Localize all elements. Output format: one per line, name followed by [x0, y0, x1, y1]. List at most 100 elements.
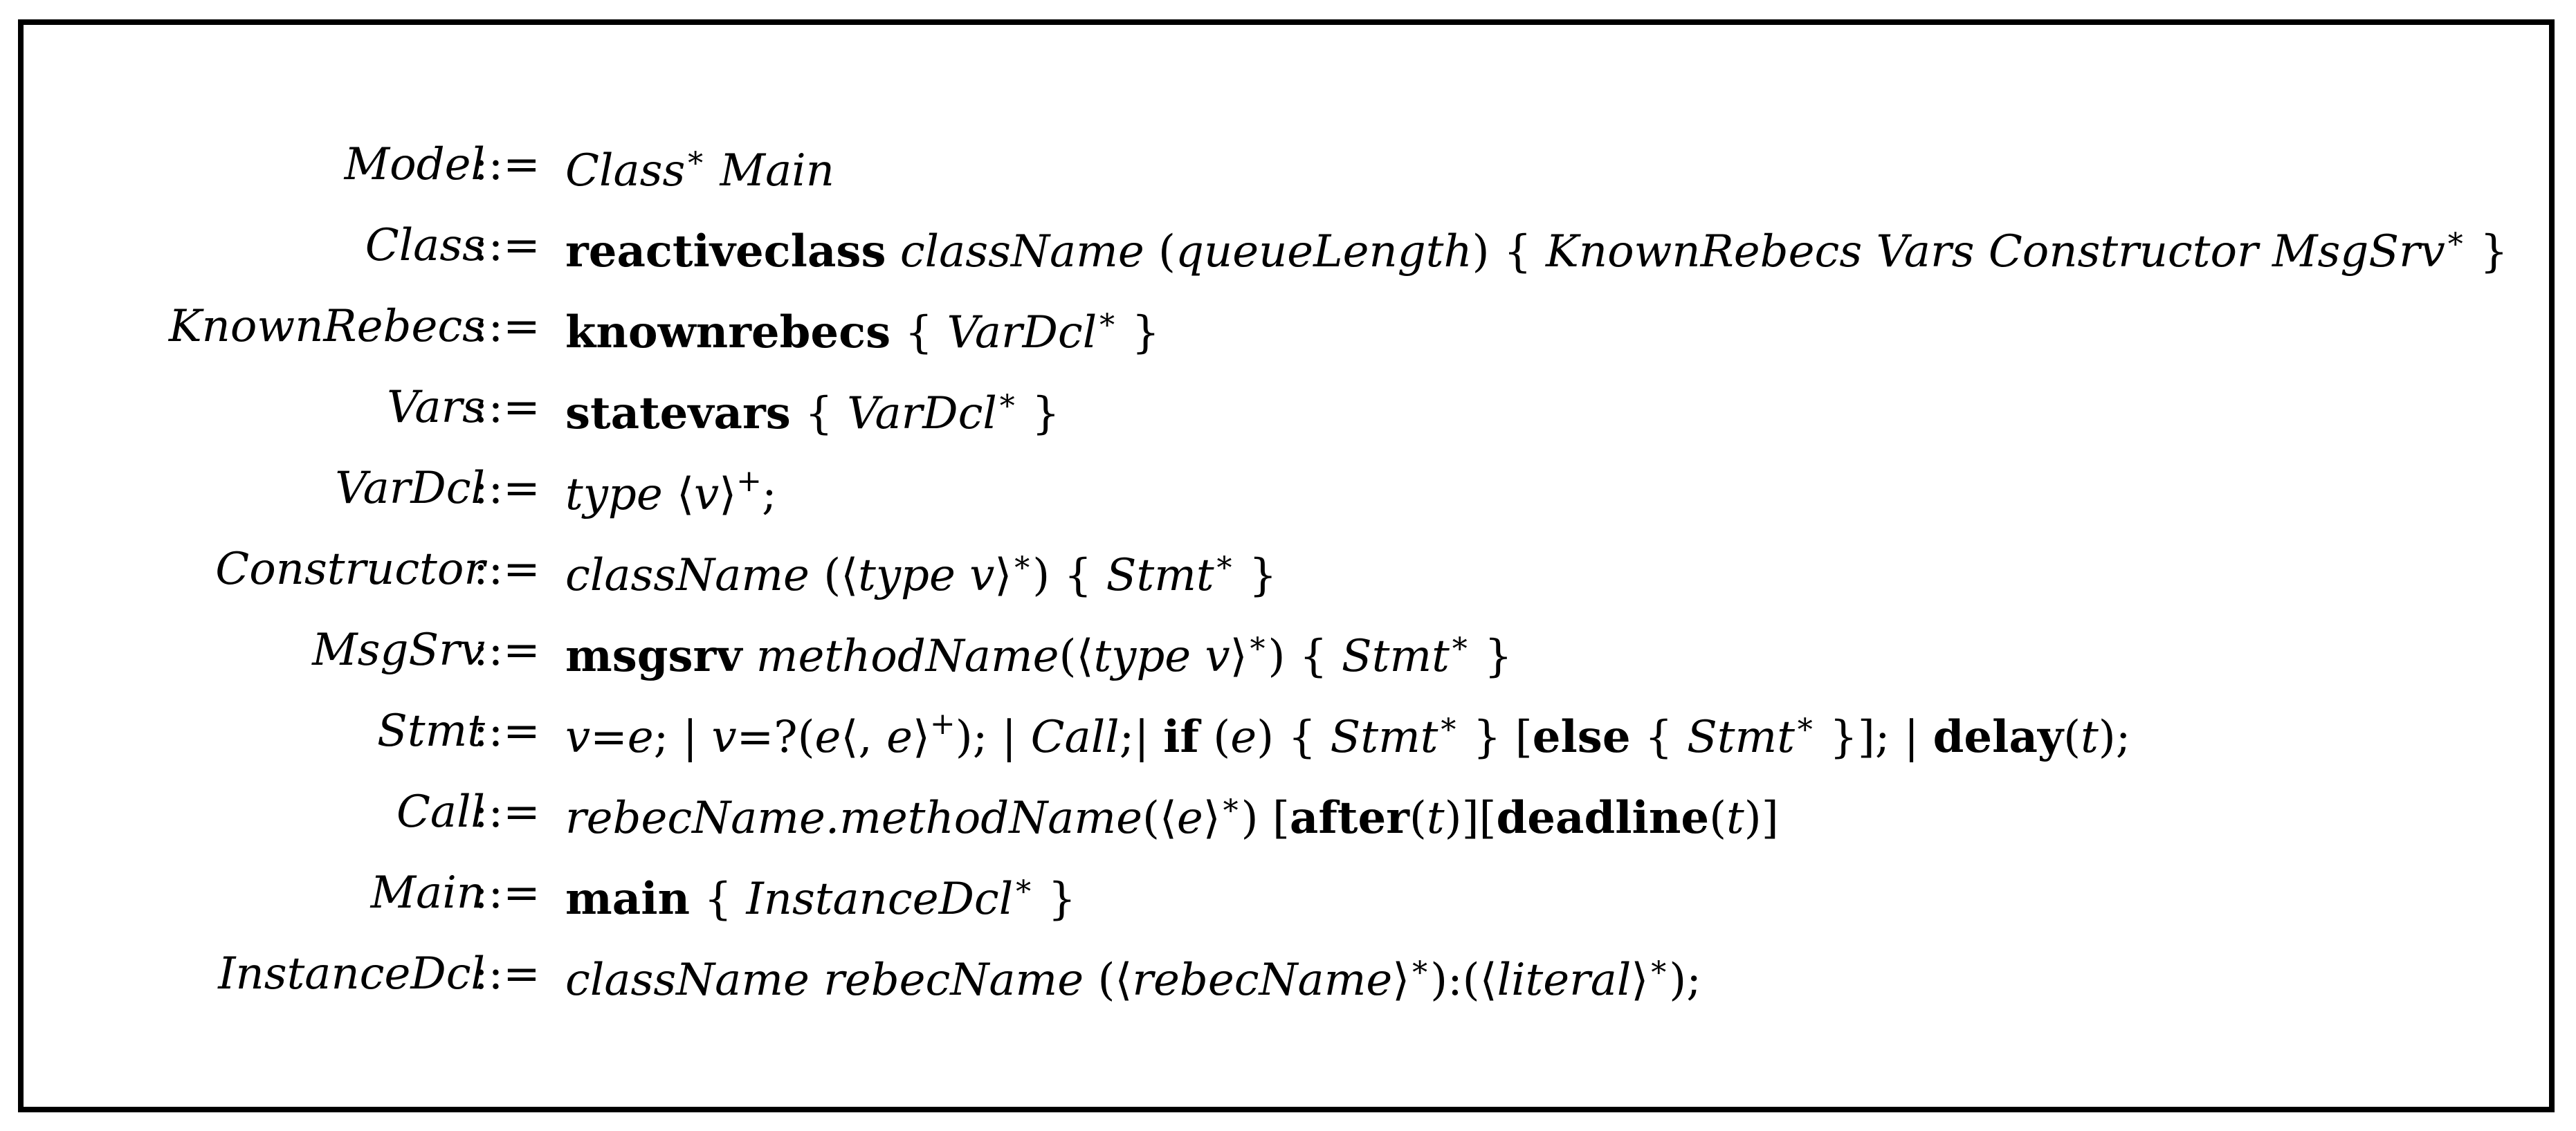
symbol: ( [1144, 226, 1176, 277]
rule-rhs: msgsrv methodName(⟨type v⟩∗) { Stmt∗ } [565, 628, 1513, 679]
symbol: } [1017, 388, 1060, 439]
superscript: ∗ [1648, 949, 1670, 984]
nonterminal: type v [858, 550, 995, 601]
rule-rhs: statevars { VarDcl∗ } [565, 385, 1060, 436]
nonterminal: t [2081, 712, 2099, 763]
define-symbol: ::= [473, 301, 540, 352]
grammar-rule: Model::=Class∗ Main [24, 122, 2549, 203]
symbol: ⟩ [719, 469, 737, 520]
rule-lhs: Stmt [377, 706, 485, 757]
symbol: ) [ [1241, 793, 1290, 844]
symbol: ⟨, [841, 712, 887, 763]
grammar-rule: Constructor::=className (⟨type v⟩∗) { St… [24, 526, 2549, 607]
rule-rhs: className (⟨type v⟩∗) { Stmt∗ } [565, 547, 1277, 598]
nonterminal: Stmt [1686, 712, 1795, 763]
rule-lhs: Vars [387, 382, 485, 433]
keyword: reactiveclass [565, 226, 886, 277]
symbol: ); [2098, 712, 2131, 763]
symbol: ( [1409, 793, 1427, 844]
symbol: ⟩ [912, 712, 930, 763]
symbol: (⟨ [1084, 955, 1133, 1006]
symbol: (⟨ [1142, 793, 1177, 844]
define-symbol: ::= [473, 948, 540, 1000]
rule-lhs: Class [365, 220, 485, 271]
rule-lhs: MsgSrv [312, 625, 485, 676]
symbol: ⟩ [1230, 631, 1248, 682]
symbol: ) { [1257, 712, 1331, 763]
symbol: (⟨ [809, 550, 859, 601]
nonterminal: v [711, 712, 737, 763]
nonterminal: className rebecName [565, 955, 1084, 1006]
rule-lhs: KnownRebecs [168, 301, 485, 352]
nonterminal: type v [1093, 631, 1230, 682]
grammar-rule: Main::= main { InstanceDcl∗ } [24, 850, 2549, 931]
keyword: msgsrv [565, 630, 742, 682]
symbol: ) { [1032, 550, 1106, 601]
grammar-rule: Class::=reactiveclass className (queueLe… [24, 203, 2549, 284]
rule-lhs: VarDcl [335, 463, 485, 514]
rule-rhs: v=e; | v=?(e⟨, e⟩+); | Call;| if (e) { S… [565, 709, 2130, 760]
symbol [886, 226, 899, 277]
symbol: } [ [1459, 712, 1533, 763]
symbol: )][ [1444, 793, 1497, 844]
symbol: ⟩ [994, 550, 1012, 601]
keyword: main [565, 873, 691, 925]
nonterminal: e [1230, 712, 1257, 763]
keyword: delay [1933, 711, 2064, 763]
nonterminal: KnownRebecs Vars Constructor MsgSrv [1546, 226, 2445, 277]
grammar-rule: Vars::= statevars { VarDcl∗ } [24, 365, 2549, 445]
superscript: ∗ [1013, 868, 1034, 903]
nonterminal: className [899, 226, 1144, 277]
symbol: ⟩ [1631, 955, 1649, 1006]
symbol: ⟩ [1203, 793, 1221, 844]
define-symbol: ::= [473, 867, 540, 919]
superscript: ∗ [1247, 625, 1268, 661]
keyword: statevars [565, 387, 791, 439]
nonterminal: VarDcl [947, 307, 1097, 358]
rule-rhs: type ⟨v⟩+; [565, 466, 777, 517]
symbol: } [1234, 550, 1277, 601]
symbol: }]; | [1815, 712, 1933, 763]
rule-rhs: rebecName.methodName(⟨e⟩∗) [after(t)][de… [565, 790, 1779, 841]
define-symbol: ::= [473, 706, 540, 757]
symbol: )] [1744, 793, 1779, 844]
nonterminal: literal [1497, 955, 1632, 1006]
nonterminal: rebecName [1132, 955, 1393, 1006]
superscript: ∗ [1409, 949, 1431, 984]
symbol: { [1630, 712, 1687, 763]
nonterminal: VarDcl [847, 388, 997, 439]
define-symbol: ::= [473, 382, 540, 433]
symbol: ):(⟨ [1430, 955, 1497, 1006]
nonterminal: Call [1030, 712, 1120, 763]
symbol: } [1034, 874, 1077, 925]
symbol: { [790, 388, 848, 439]
superscript: ∗ [1449, 625, 1470, 661]
superscript: ∗ [1214, 544, 1235, 580]
rule-lhs: Call [396, 787, 485, 838]
superscript: + [929, 706, 956, 742]
superscript: ∗ [1438, 706, 1459, 742]
superscript: ∗ [2445, 221, 2466, 256]
grammar-rule: Call::=rebecName.methodName(⟨e⟩∗) [after… [24, 769, 2549, 850]
nonterminal: rebecName.methodName [565, 793, 1142, 844]
define-symbol: ::= [473, 787, 540, 838]
nonterminal: Main [720, 145, 834, 196]
nonterminal: e [814, 712, 841, 763]
symbol: } [2465, 226, 2508, 277]
superscript: ∗ [1794, 706, 1816, 742]
nonterminal: Stmt [1341, 631, 1450, 682]
rule-rhs: main { InstanceDcl∗ } [565, 868, 1076, 922]
keyword: after [1289, 792, 1409, 844]
define-symbol: ::= [473, 544, 540, 595]
superscript: ∗ [1012, 544, 1033, 580]
nonterminal: t [1426, 793, 1445, 844]
keyword: if [1163, 711, 1199, 763]
keyword: deadline [1496, 792, 1710, 844]
grammar-rule: Stmt::=v=e; | v=?(e⟨, e⟩+); | Call;| if … [24, 688, 2549, 769]
symbol: ( [1709, 793, 1727, 844]
nonterminal: e [627, 712, 654, 763]
rule-lhs: Main [370, 867, 485, 919]
symbol: ); [1669, 955, 1701, 1006]
rule-lhs: Model [344, 139, 485, 190]
nonterminal: Stmt [1330, 712, 1438, 763]
